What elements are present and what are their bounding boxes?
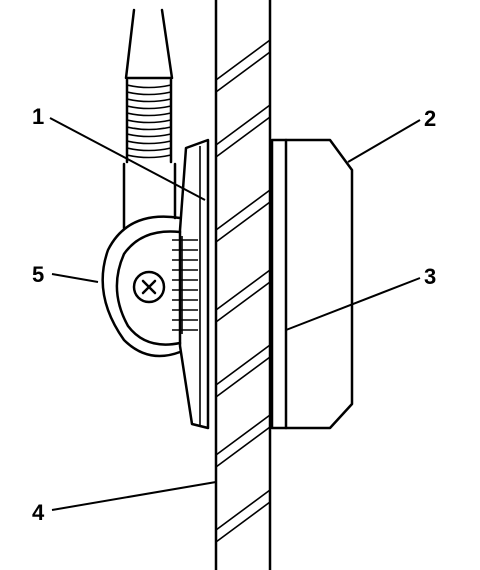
mast-ribs xyxy=(126,84,172,159)
glass-panel xyxy=(214,0,272,570)
interior-coupler-box xyxy=(270,138,354,430)
exterior-mount-plate xyxy=(178,138,210,430)
callout-3: 3 xyxy=(424,264,436,289)
callout-4: 4 xyxy=(32,500,45,525)
glass-hatching xyxy=(216,39,270,543)
leader-lines xyxy=(49,117,421,511)
mounting-screw-icon xyxy=(132,270,166,304)
clamp-teeth xyxy=(172,236,198,334)
swivel-base xyxy=(101,215,198,358)
callout-5: 5 xyxy=(32,262,44,287)
callout-1: 1 xyxy=(32,104,44,129)
callout-labels: 1 2 3 4 5 xyxy=(32,104,436,525)
antenna-mast xyxy=(122,8,177,230)
callout-2: 2 xyxy=(424,106,436,131)
